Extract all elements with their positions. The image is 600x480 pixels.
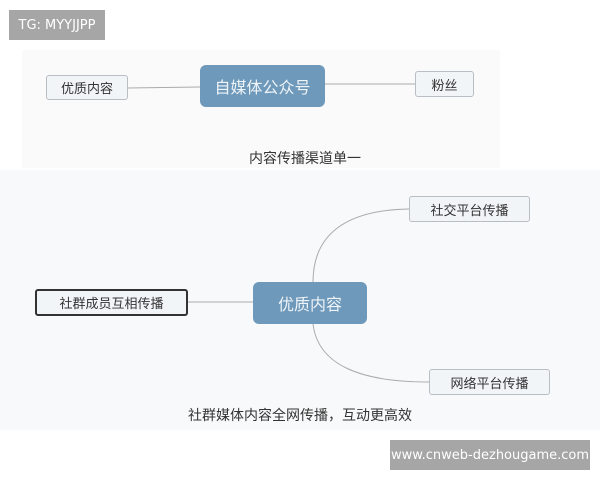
node-quality-content-1: 优质内容 [46, 75, 128, 100]
node-self-media-account: 自媒体公众号 [200, 65, 325, 107]
node-quality-content-2: 优质内容 [253, 282, 367, 324]
node-social-platform: 社交平台传播 [409, 196, 530, 222]
caption-1: 内容传播渠道单一 [249, 151, 361, 167]
watermark-top: TG: MYYJJPP [9, 10, 105, 40]
node-community-spread: 社群成员互相传播 [35, 289, 188, 316]
node-fans: 粉丝 [415, 71, 474, 97]
caption-2: 社群媒体内容全网传播，互动更高效 [188, 408, 412, 424]
node-network-platform: 网络平台传播 [429, 369, 550, 395]
connector-top-right-2 [312, 208, 410, 283]
connector-bottom-right-2 [312, 323, 430, 383]
watermark-bottom: www.cnweb-dezhougame.com [390, 440, 590, 470]
connector-left-1 [127, 86, 201, 89]
